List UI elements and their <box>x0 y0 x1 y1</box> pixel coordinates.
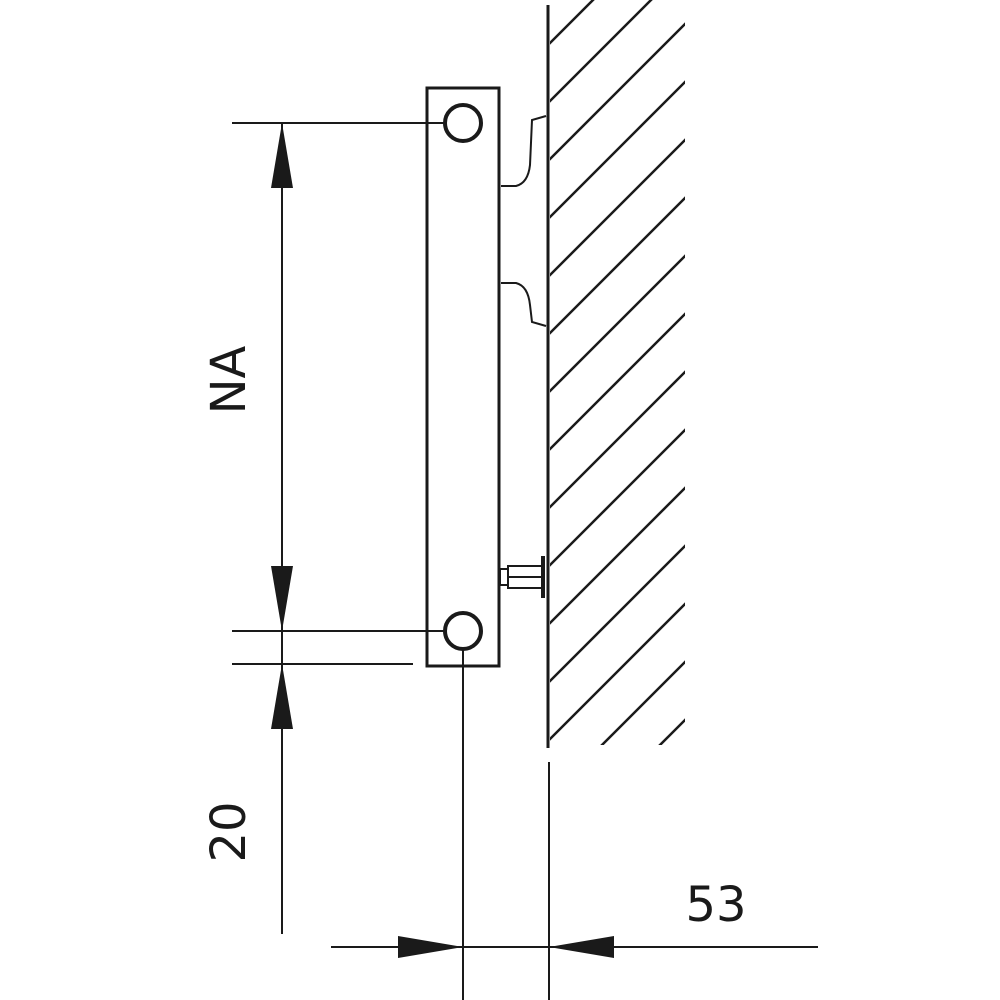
label-20: 20 <box>201 801 257 862</box>
wall-hatching <box>550 0 685 745</box>
fifty-three-dimension-line <box>331 936 818 958</box>
twenty-dimension-line <box>271 631 293 934</box>
label-na: NA <box>201 345 257 414</box>
upper-wall-bracket <box>501 115 547 187</box>
wall-spacer <box>499 556 545 598</box>
na-dimension-line <box>271 123 293 631</box>
lower-wall-bracket <box>501 282 547 327</box>
radiator-body <box>425 86 501 668</box>
top-connection-circle <box>443 103 483 143</box>
extension-lines <box>232 122 550 1000</box>
bottom-connection-circle <box>443 611 483 651</box>
label-53: 53 <box>685 877 746 933</box>
